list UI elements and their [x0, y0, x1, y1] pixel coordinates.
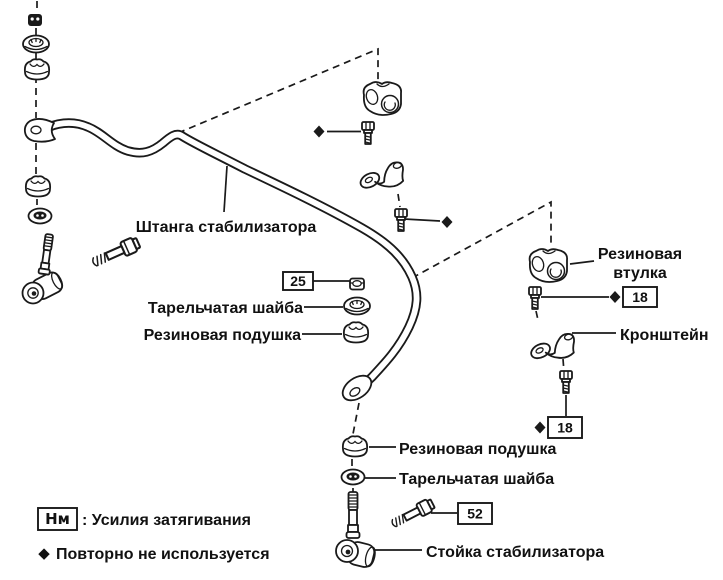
torque-box-52: 52 — [457, 502, 493, 525]
label-stabilizer-link: Стойка стабилизатора — [426, 544, 604, 561]
legend-reuse-caption: Повторно не используется — [56, 546, 270, 563]
cup-washer-center — [343, 296, 371, 316]
bracket-right — [526, 332, 577, 363]
torque-value-18-upper: 18 — [632, 289, 648, 305]
clamp-bolt-lower-right — [559, 370, 573, 394]
torque-box-18-lower: 18 — [547, 416, 583, 439]
torque-value-25: 25 — [290, 273, 306, 289]
label-stabilizer-bar: Штанга стабилизатора — [136, 219, 317, 236]
torque-value-18-lower: 18 — [557, 420, 573, 436]
reuse-marker-icon — [609, 291, 621, 303]
reuse-marker-icon — [534, 421, 546, 434]
rubber-cushion-left-lower — [24, 175, 52, 198]
link-bolt-left — [89, 234, 143, 271]
torque-box-18-upper: 18 — [622, 286, 658, 308]
rubber-bushing-right — [528, 248, 568, 283]
torque-box-25: 25 — [282, 271, 314, 291]
leader-lines — [223, 130, 616, 551]
bar-eye-left — [23, 118, 56, 143]
legend-torque-unit: Нм — [45, 510, 70, 528]
stabilizer-link-left — [21, 233, 64, 305]
rubber-cushion-top-left — [23, 58, 51, 81]
bracket-middle — [355, 160, 406, 193]
legend-torque-caption: : Усилия затягивания — [82, 512, 251, 529]
legend-reuse-marker-icon: ◆ — [38, 544, 50, 562]
assembly-axes — [35, 1, 565, 492]
legend-torque-box — [37, 507, 78, 531]
reuse-marker-icon — [313, 125, 325, 138]
label-cup-washer-left: Тарельчатая шайба — [148, 300, 303, 317]
legend: Нм : Усилия затягивания ◆ Повторно не ис… — [37, 507, 270, 563]
bar-eye-bottom — [341, 374, 373, 402]
cup-washer-top-left — [22, 34, 50, 54]
label-cup-washer-bottom: Тарельчатая шайба — [399, 471, 554, 488]
label-rubber-cushion-bottom: Резиновая подушка — [399, 441, 557, 458]
clamp-bolt-lower-middle — [394, 208, 408, 232]
label-rubber-cushion-left: Резиновая подушка — [144, 327, 302, 344]
stabilizer-bar — [23, 118, 422, 402]
stabilizer-link-bottom — [335, 491, 376, 568]
rubber-cushion-center — [342, 321, 370, 344]
clamp-bolt-upper-right — [528, 286, 542, 310]
label-rubber-bushing-line1: Резиновая — [598, 246, 682, 263]
label-bracket: Кронштейн — [620, 327, 709, 344]
cup-washer-bottom — [340, 468, 366, 486]
link-bolt-bottom — [388, 496, 437, 531]
rubber-cushion-bottom — [341, 435, 369, 458]
link-nut-top — [28, 14, 42, 26]
torque-value-52: 52 — [467, 506, 483, 522]
clamp-bolt-upper-middle — [361, 121, 375, 145]
cup-washer-left-lower — [27, 207, 53, 225]
bar-nut-center — [349, 277, 365, 291]
reuse-marker-icon — [441, 216, 453, 228]
rubber-bushing-top — [362, 81, 402, 116]
label-rubber-bushing-line2: втулка — [613, 265, 667, 282]
